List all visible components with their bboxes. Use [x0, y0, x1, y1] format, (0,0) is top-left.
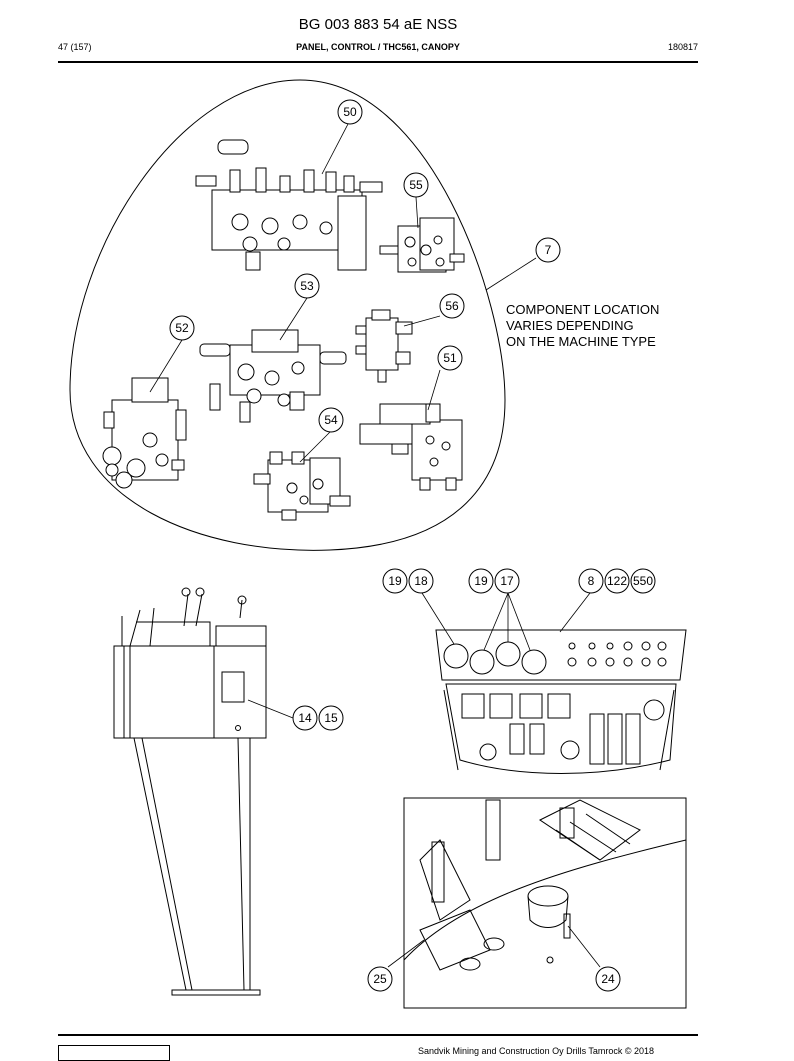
- header-rule: [58, 61, 698, 63]
- callout-55-text: 55: [409, 178, 423, 192]
- callout-14-text: 14: [298, 711, 312, 725]
- valve-block-52: [102, 377, 187, 489]
- callout-25: [367, 966, 393, 992]
- callout-53: [294, 273, 320, 299]
- callout-122-text: 122: [607, 574, 627, 588]
- callout-8: [578, 568, 604, 594]
- footer-rule: [58, 1034, 698, 1036]
- component-location-note: COMPONENT LOCATION VARIES DEPENDING ON T…: [506, 302, 659, 350]
- callout-56-text: 56: [445, 299, 459, 313]
- callout-19b-text: 19: [474, 574, 488, 588]
- callout-550-text: 550: [633, 574, 653, 588]
- callout-18: [408, 568, 434, 594]
- leader-lines-bottom: [247, 592, 601, 968]
- callout-51: [437, 345, 463, 371]
- callout-50: [337, 99, 363, 125]
- callout-19a-text: 19: [388, 574, 402, 588]
- note-line-2: VARIES DEPENDING: [506, 318, 634, 333]
- canopy-side-view: [113, 587, 267, 996]
- callout-54: [318, 407, 344, 433]
- callout-122: [604, 568, 630, 594]
- footer-copyright: Sandvik Mining and Construction Oy Drill…: [418, 1046, 655, 1056]
- document-title: BG 003 883 54 aE NSS: [298, 16, 458, 33]
- callout-56: [439, 293, 465, 319]
- callout-53-text: 53: [300, 279, 314, 293]
- valve-block-56: [355, 309, 413, 383]
- callout-19a: [382, 568, 408, 594]
- callout-54-text: 54: [324, 413, 338, 427]
- callout-25-text: 25: [373, 972, 387, 986]
- valve-block-54: [253, 451, 351, 521]
- callout-19b: [468, 568, 494, 594]
- valve-block-53: [199, 329, 347, 423]
- callout-17: [494, 568, 520, 594]
- page-number: 47 (157): [58, 42, 92, 52]
- panel-perspective-view: [403, 797, 687, 1009]
- section-title: PANEL, CONTROL / THC561, CANOPY: [296, 42, 460, 52]
- callout-24: [595, 966, 621, 992]
- valve-block-50: [195, 139, 383, 271]
- callout-15: [318, 705, 344, 731]
- callout-circles: [169, 99, 656, 992]
- callout-50-text: 50: [343, 105, 357, 119]
- callout-52-text: 52: [175, 321, 189, 335]
- valve-block-55: [379, 217, 465, 273]
- note-line-3: ON THE MACHINE TYPE: [506, 334, 656, 349]
- callout-55: [403, 172, 429, 198]
- callout-24-text: 24: [601, 972, 615, 986]
- valve-group-outline: [69, 79, 506, 551]
- document-code: 180817: [667, 42, 698, 52]
- callout-8-text: 8: [588, 574, 595, 588]
- note-line-1: COMPONENT LOCATION: [506, 302, 660, 317]
- leader-lines-top: [149, 123, 537, 463]
- callout-17-text: 17: [500, 574, 514, 588]
- callout-51-text: 51: [443, 351, 457, 365]
- control-panel-front-view: [435, 629, 687, 774]
- callout-7-text: 7: [545, 243, 552, 257]
- callout-7: [535, 237, 561, 263]
- brand-logo: [58, 1045, 170, 1061]
- callout-18-text: 18: [414, 574, 428, 588]
- callout-52: [169, 315, 195, 341]
- callout-550: [630, 568, 656, 594]
- callout-15-text: 15: [324, 711, 338, 725]
- callout-14: [292, 705, 318, 731]
- valve-block-51: [359, 403, 463, 491]
